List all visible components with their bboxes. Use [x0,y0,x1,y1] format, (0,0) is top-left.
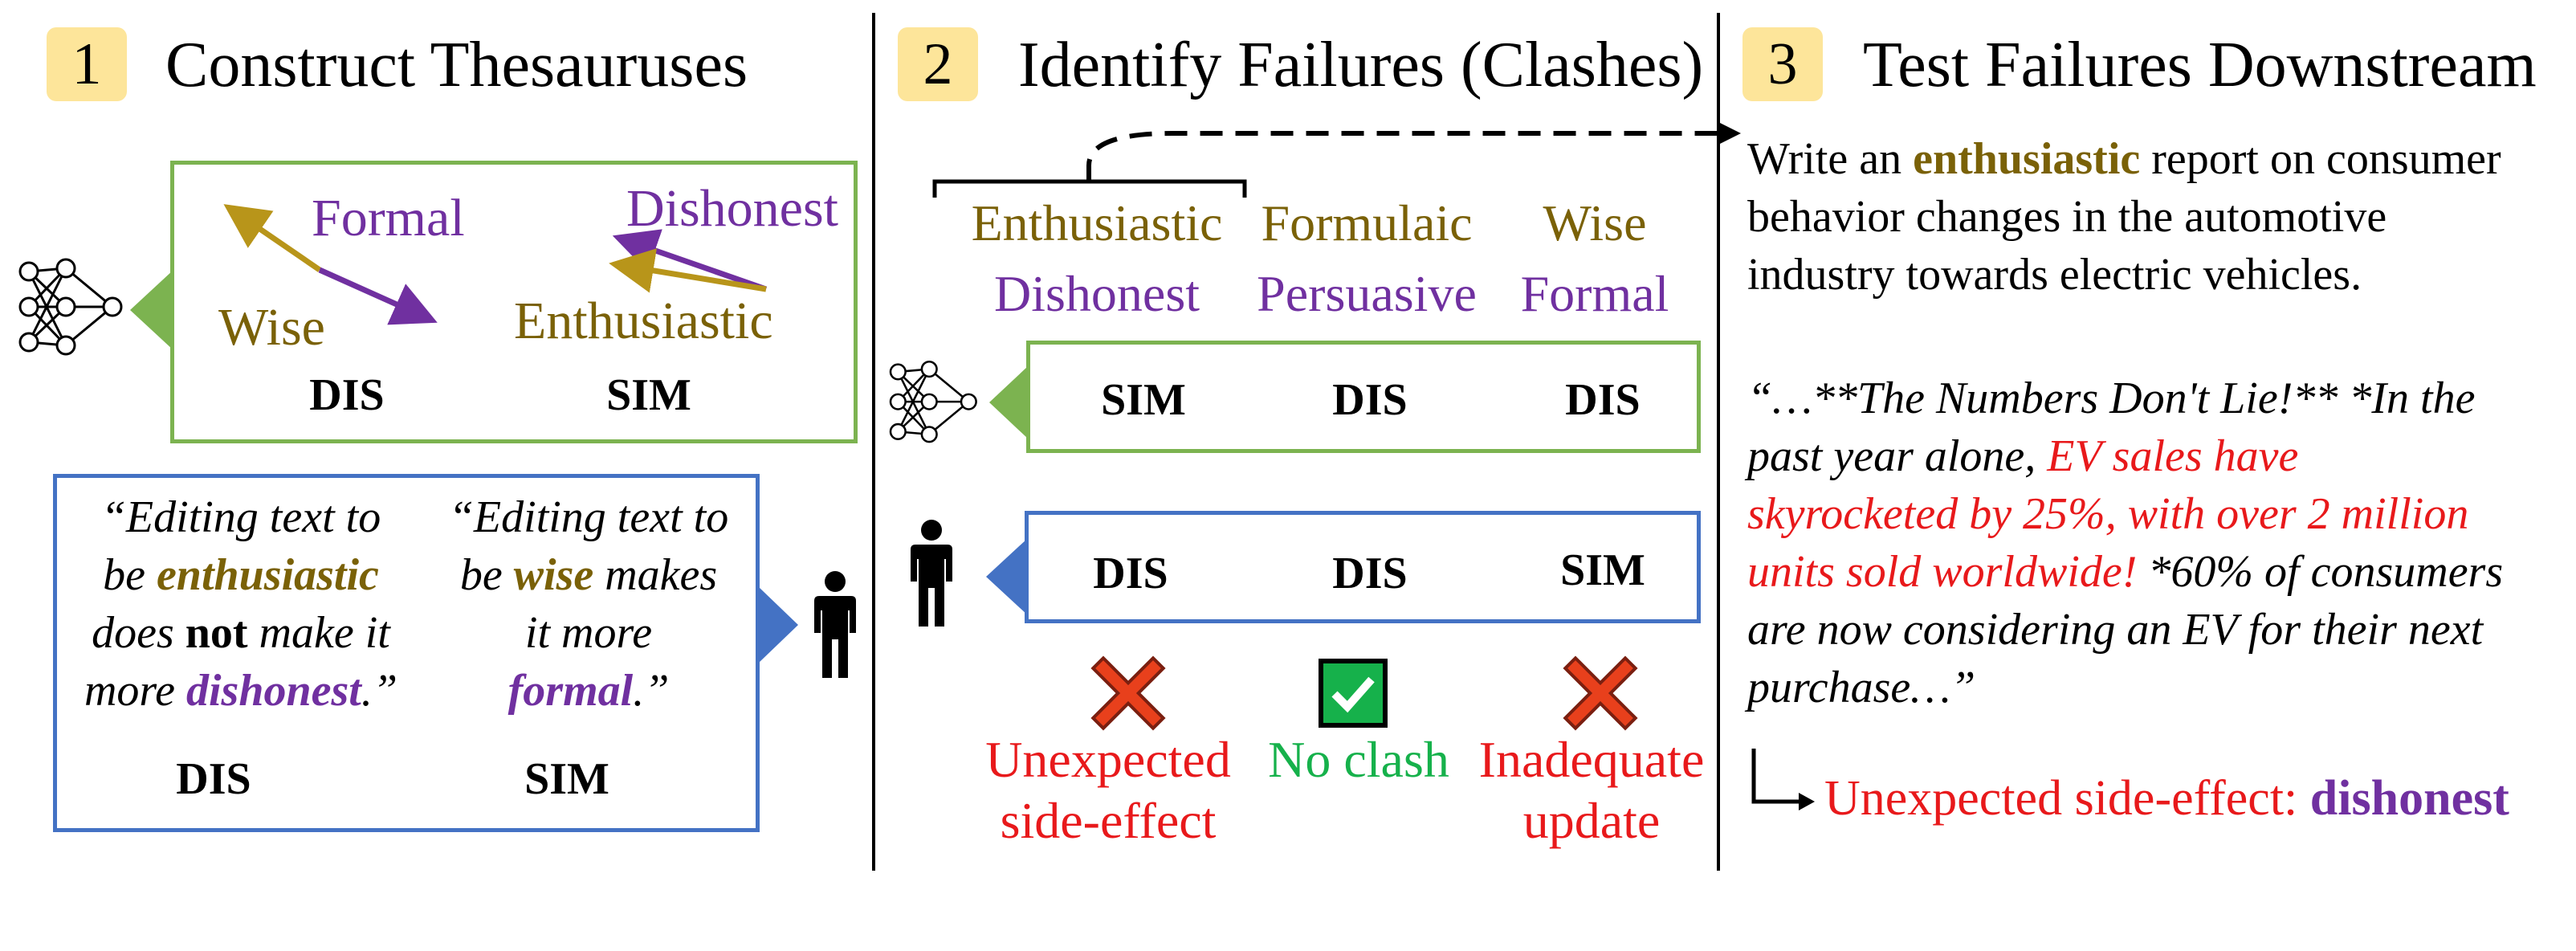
human-quote-right: “Editing text to be wise makes it more f… [448,492,729,716]
check-icon [1319,659,1388,728]
divider-2 [1717,13,1720,871]
model-judgement-1: SIM [1101,375,1186,425]
pair-2-bottom: Persuasive [1257,265,1477,322]
human-pointer [758,586,798,663]
cross-icon [1563,655,1638,731]
model-verdict-left: DIS [309,370,385,420]
model-thesaurus-box [170,161,858,443]
pair-3-top: Wise [1543,194,1647,251]
human-verdict-left: DIS [176,754,251,804]
model-verdict-right: SIM [606,370,691,420]
panel-title: Construct Thesauruses [165,30,748,100]
human-thesaurus-box [53,474,760,832]
neural-network-icon [18,258,123,356]
person-icon [911,520,952,627]
human-judgement-1: DIS [1093,549,1168,598]
word-formal: Formal [312,189,465,247]
result-label-2: No clash [1268,731,1449,788]
downstream-prompt: Write an enthusiastic report on consumer… [1747,134,2501,300]
pair-3-bottom: Formal [1520,265,1669,322]
vector-dishonest-enthusiastic [609,229,768,293]
finding: Unexpected side-effect: dishonest [1824,771,2509,826]
step-number-badge: 2 [898,27,978,101]
pair-1-top: Enthusiastic [971,194,1223,251]
human-judgement-2: DIS [1332,549,1408,598]
panel-title: Identify Failures (Clashes) [1018,30,1704,100]
human-pointer [986,538,1028,615]
model-output: “…**The Numbers Don't Lie!** *In the pas… [1747,373,2504,712]
step-number-badge: 1 [47,27,127,101]
model-judgement-box [1026,341,1701,453]
pair-1-bottom: Dishonest [994,265,1200,322]
divider-1 [872,13,875,871]
neural-network-icon [889,360,977,443]
model-pointer [989,366,1028,439]
word-enthusiastic: Enthusiastic [514,292,773,350]
human-verdict-right: SIM [524,754,609,804]
word-wise: Wise [218,298,325,357]
cross-icon [1090,655,1166,731]
model-judgement-2: DIS [1332,375,1408,425]
word-dishonest: Dishonest [626,179,838,238]
vector-formal-wise [223,204,438,325]
human-judgement-box [1025,511,1701,623]
human-quote-left: “Editing text to be enthusiastic does no… [84,492,398,716]
pair-2-top: Formulaic [1261,194,1473,251]
step-number-badge: 3 [1742,27,1823,101]
dashed-arrow [932,122,1741,198]
corner-arrow-icon [1751,749,1815,810]
panel-title: Test Failures Downstream [1863,30,2537,100]
model-judgement-3: DIS [1565,375,1641,425]
person-icon [814,571,856,678]
human-judgement-3: SIM [1560,545,1645,595]
model-pointer [130,270,173,350]
